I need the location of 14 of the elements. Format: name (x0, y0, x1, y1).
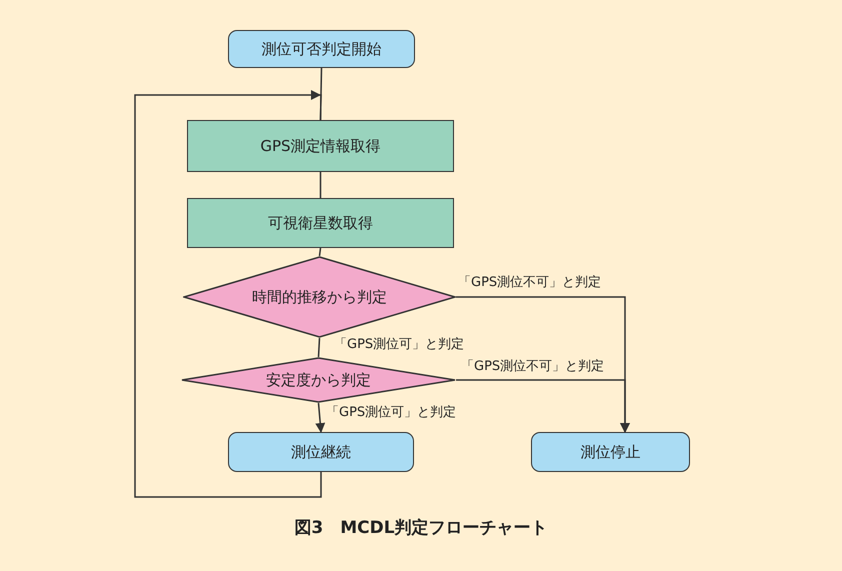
end-box: 測位継続 (228, 432, 414, 472)
arrow (315, 402, 326, 433)
connector-line (318, 338, 320, 358)
caption: 図3 MCDL判定フローチャート (294, 518, 548, 538)
connector-line (320, 172, 322, 198)
arrow (456, 379, 630, 433)
start-box: 測位可否判定開始 (228, 30, 415, 68)
process-box: GPS測定情報取得 (187, 120, 454, 172)
connector-line (318, 248, 322, 256)
decision-diamond: 安定度から判定 (181, 357, 456, 403)
decision-diamond: 時間的推移から判定 (183, 256, 456, 338)
end-box: 測位停止 (531, 432, 690, 472)
process-box: 可視衛星数取得 (187, 198, 454, 248)
arrow (134, 90, 322, 498)
